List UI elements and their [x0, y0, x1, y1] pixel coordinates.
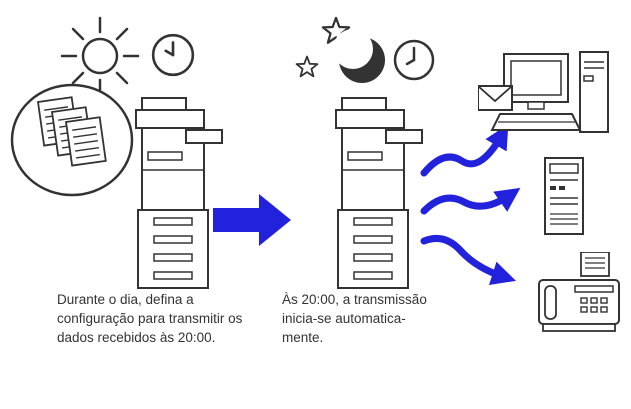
sun-rays: [60, 16, 140, 96]
copier-scanner: [135, 109, 205, 129]
documents-stack-icon: [36, 96, 107, 167]
fax-machine-icon: [538, 252, 620, 332]
clock-hands: [164, 41, 175, 57]
send-arrows: [420, 124, 521, 286]
star-icon-small: [295, 55, 319, 78]
desktop-computer-icon: [478, 51, 609, 133]
copier-drawers: [153, 217, 193, 280]
fax-keypad: [580, 297, 608, 313]
copier-mfp-left: [135, 97, 223, 289]
fax-paper-slot: [574, 285, 614, 293]
clock-icon-night: [393, 39, 435, 81]
caption-night-transmission: Às 20:00, a transmissão inicia-se automa…: [282, 292, 427, 346]
copier-output-tray: [147, 151, 183, 161]
sun-icon: [60, 16, 140, 96]
send-arrow-to-computer: [420, 124, 509, 177]
copier-drawers: [353, 217, 393, 280]
fax-handset: [544, 285, 557, 320]
moon-icon: [334, 29, 385, 83]
envelope-icon: [478, 85, 513, 111]
server-icon: [544, 157, 584, 235]
fax-base: [542, 323, 616, 332]
server-vents: [550, 213, 578, 225]
copier-control-panel: [185, 129, 223, 144]
copier-output-tray: [347, 151, 383, 161]
copier-scanner: [335, 109, 405, 129]
copier-feeder: [341, 97, 387, 111]
clock-hands: [405, 46, 416, 66]
copier-mfp-right: [335, 97, 423, 289]
clock-icon-day: [151, 33, 195, 77]
computer-monitor: [503, 53, 569, 110]
star-icon-large: [321, 16, 351, 44]
right-arrow-icon: [213, 194, 291, 246]
fax-paper: [580, 252, 610, 277]
computer-tower: [579, 51, 609, 133]
copier-feeder: [141, 97, 187, 111]
send-arrow-to-fax: [420, 235, 516, 286]
copier-control-panel: [385, 129, 423, 144]
caption-day-instruction: Durante o dia, defina a configuração par…: [57, 292, 243, 346]
documents-magnifier: [10, 83, 134, 197]
send-arrow-to-server: [420, 187, 521, 215]
computer-keyboard: [490, 113, 582, 131]
